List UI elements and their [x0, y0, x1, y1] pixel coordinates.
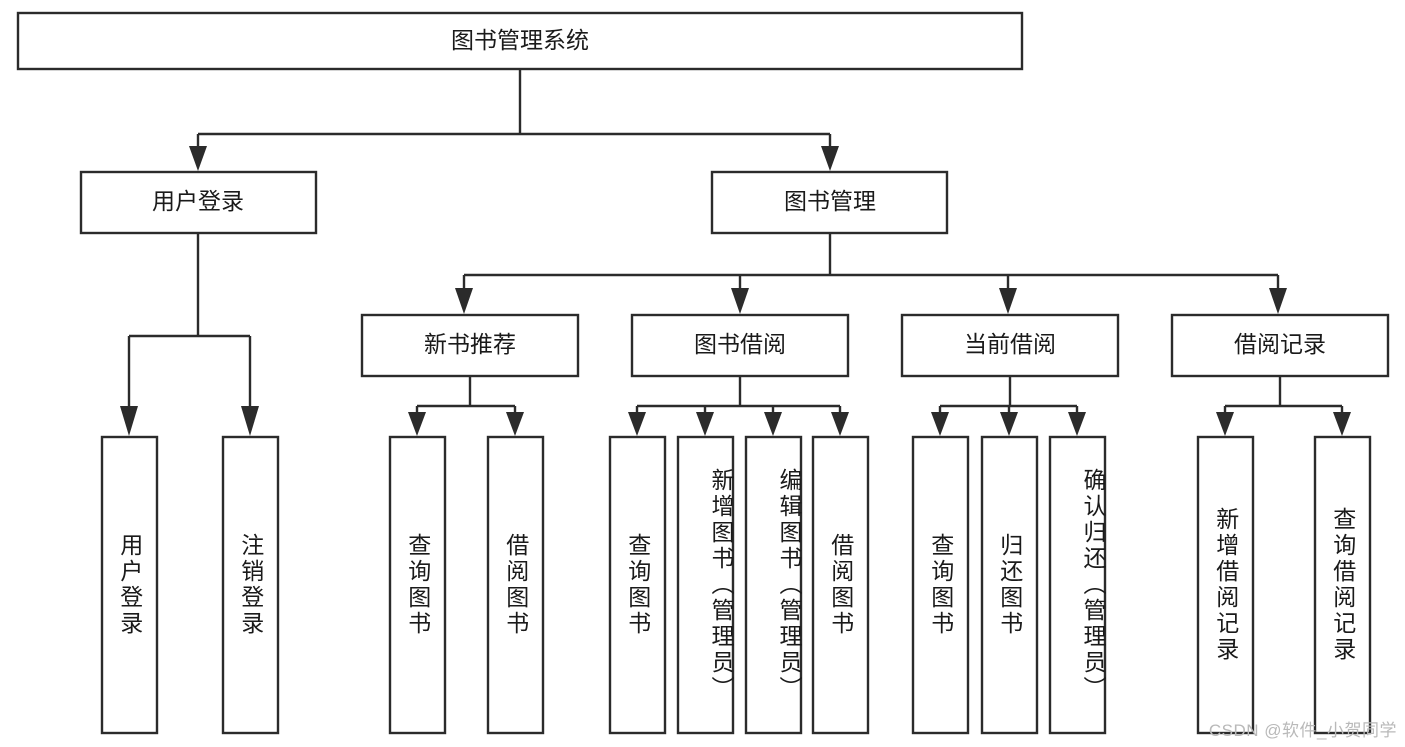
node-root[interactable] [16, 11, 1024, 71]
node-borrow-record[interactable] [1170, 313, 1390, 378]
node-leaf-add-record[interactable] [1196, 435, 1255, 735]
node-new-book-recommend-label: 新书推荐 [424, 331, 516, 357]
node-book-manage-label: 图书管理 [784, 188, 876, 214]
node-leaf-query-record[interactable] [1313, 435, 1372, 735]
node-root-label: 图书管理系统 [451, 27, 589, 53]
node-leaf-confirm-return[interactable] [1048, 435, 1107, 735]
arrow-head-leaf-add-record [1216, 412, 1234, 436]
node-new-book-recommend[interactable] [360, 313, 580, 378]
node-leaf-add-book[interactable] [676, 435, 735, 735]
node-leaf-return-book[interactable] [980, 435, 1039, 735]
node-leaf-user-logout[interactable] [221, 435, 280, 735]
node-leaf-user-login[interactable] [100, 435, 159, 735]
arrow-head-book-manage [821, 146, 839, 171]
node-leaf-query-book-3[interactable] [911, 435, 970, 735]
node-leaf-borrow-book-2[interactable] [811, 435, 870, 735]
node-book-borrow[interactable] [630, 313, 850, 378]
arrow-head-user-login [189, 146, 207, 171]
arrow-head-leaf-user-login [120, 406, 138, 436]
arrow-head-leaf-edit-book [764, 412, 782, 436]
arrow-head-leaf-add-book [696, 412, 714, 436]
node-borrow-record-label: 借阅记录 [1234, 331, 1326, 357]
node-leaf-query-book-1[interactable] [388, 435, 447, 735]
arrow-head-new-book-recommend [455, 288, 473, 314]
arrow-head-book-borrow [731, 288, 749, 314]
node-leaf-edit-book[interactable] [744, 435, 803, 735]
node-layer: 图书管理系统 用户登录 图书管理 新书推荐 图书借阅 当前借阅 借阅记录 [16, 11, 1390, 735]
node-current-borrow[interactable] [900, 313, 1120, 378]
node-leaf-borrow-book-1[interactable] [486, 435, 545, 735]
node-user-login[interactable] [79, 170, 318, 235]
arrow-head-leaf-user-logout [241, 406, 259, 436]
arrow-head-leaf-query-book-2 [628, 412, 646, 436]
node-book-manage[interactable] [710, 170, 949, 235]
connector-layer [120, 69, 1351, 436]
arrow-head-leaf-query-book-1 [408, 412, 426, 436]
arrow-head-borrow-record [1269, 288, 1287, 314]
node-user-login-label: 用户登录 [152, 188, 244, 214]
arrow-head-leaf-return-book [1000, 412, 1018, 436]
arrow-head-leaf-query-book-3 [931, 412, 949, 436]
arrow-head-leaf-borrow-book-1 [506, 412, 524, 436]
node-leaf-query-book-2[interactable] [608, 435, 667, 735]
arrow-head-current-borrow [999, 288, 1017, 314]
arrow-head-leaf-query-record [1333, 412, 1351, 436]
node-book-borrow-label: 图书借阅 [694, 331, 786, 357]
arrow-head-leaf-borrow-book-2 [831, 412, 849, 436]
node-current-borrow-label: 当前借阅 [964, 331, 1056, 357]
arrow-head-leaf-confirm-return [1068, 412, 1086, 436]
watermark-text: CSDN @软件_小贺同学 [1208, 721, 1397, 740]
